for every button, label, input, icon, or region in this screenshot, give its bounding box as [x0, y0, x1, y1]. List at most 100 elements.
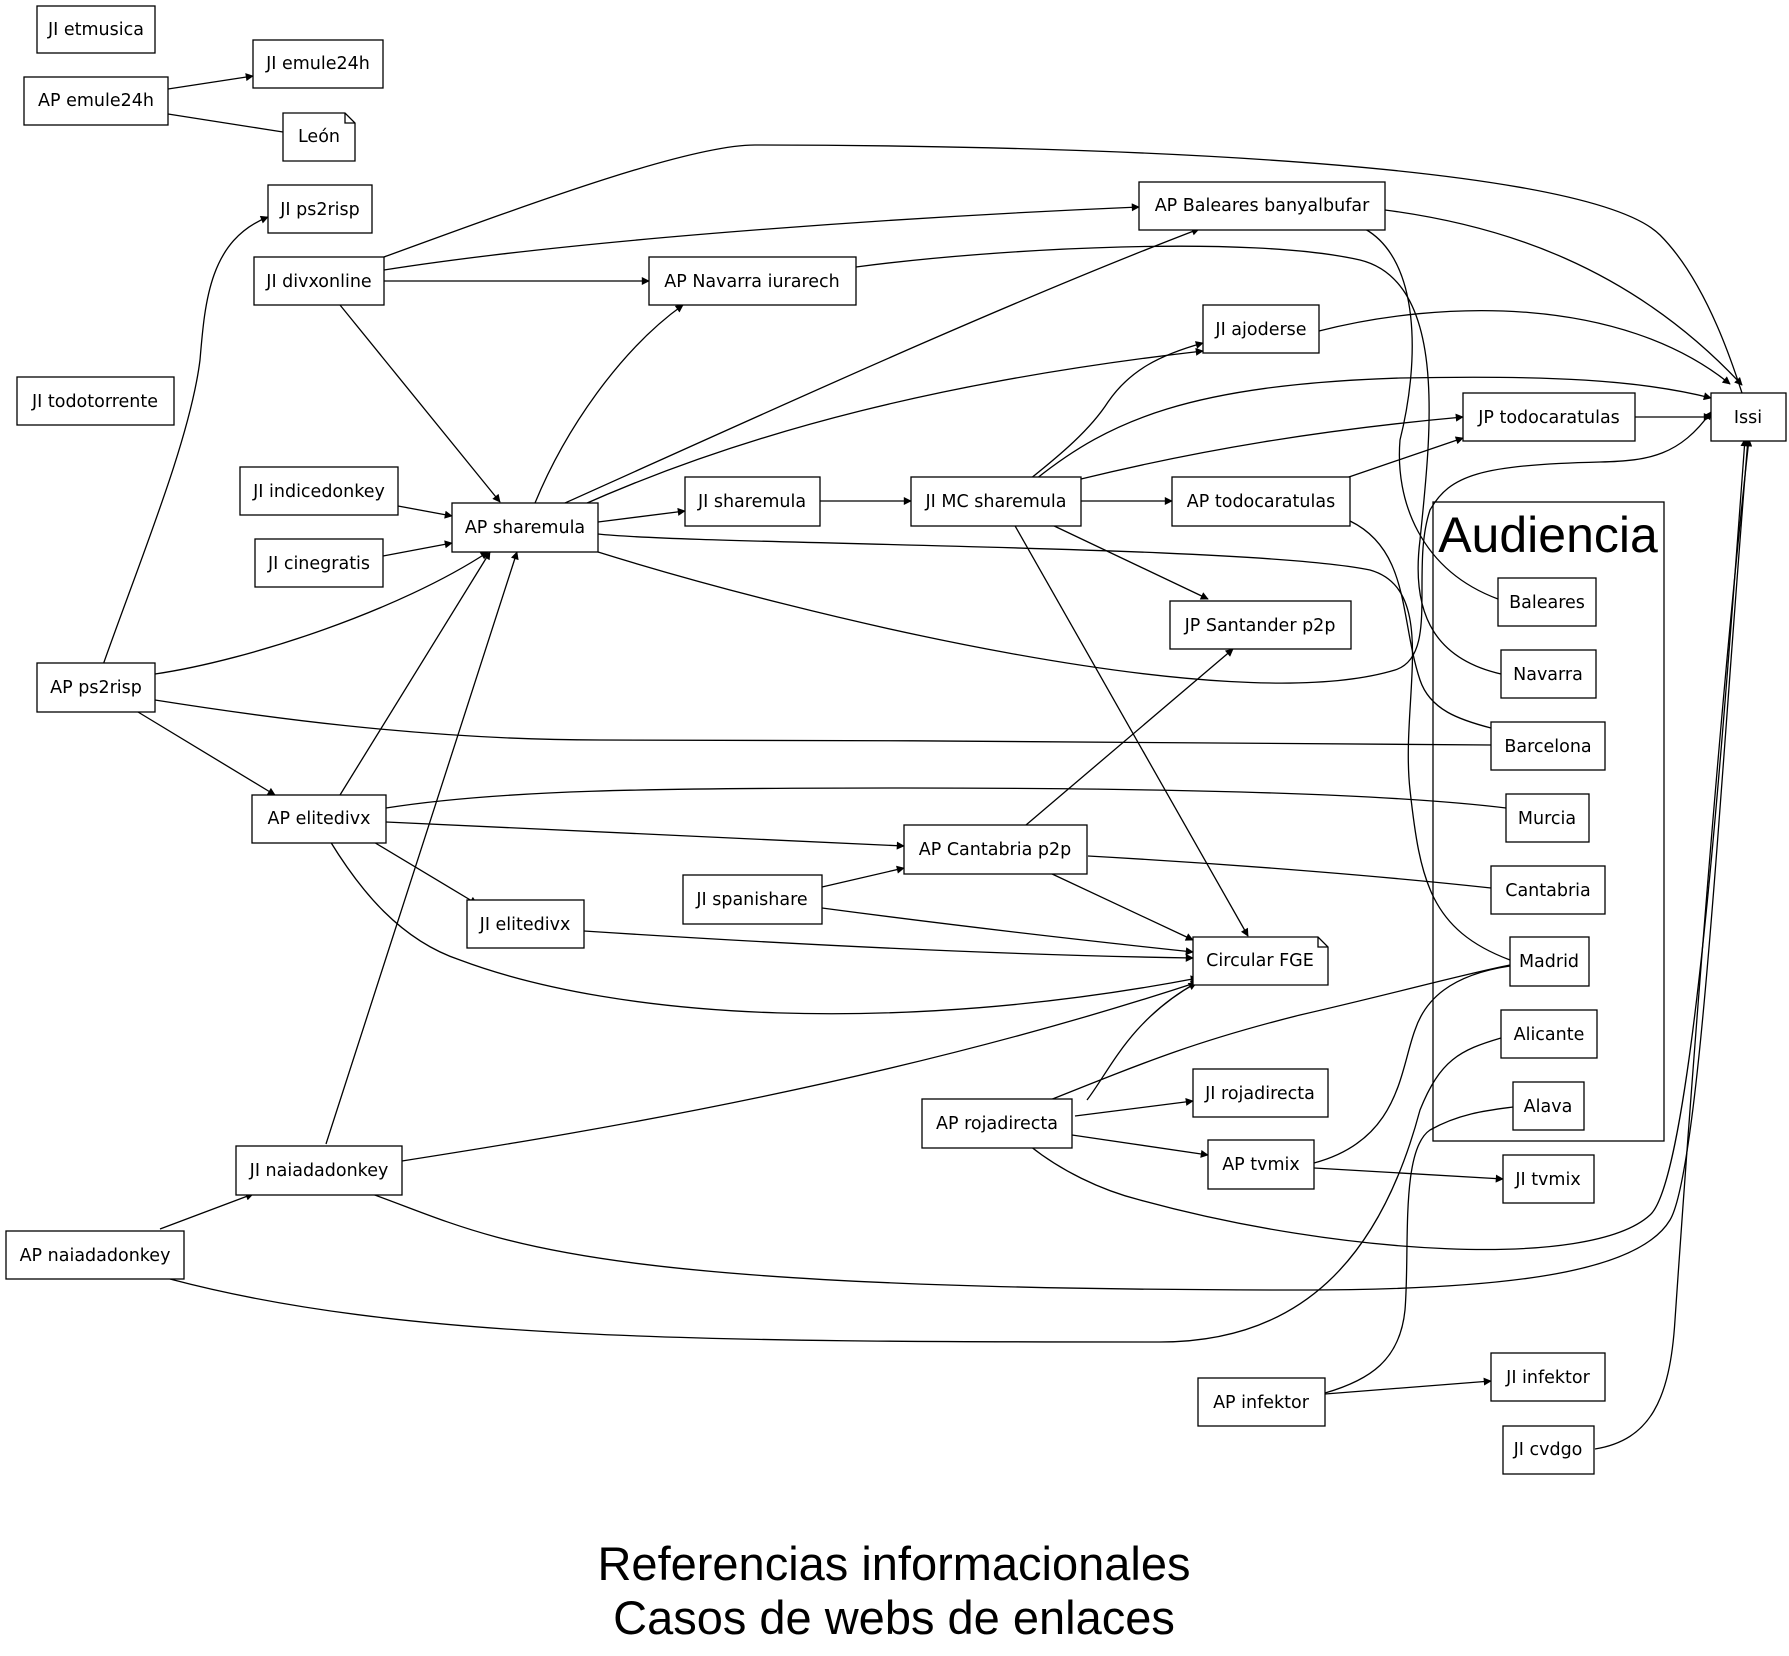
cluster-audiencia-box [1432, 501, 1665, 1142]
node-ji-ajoderse[interactable]: JI ajoderse [1202, 304, 1320, 354]
node-label: Baleares [1509, 593, 1585, 613]
node-ji-divxonline[interactable]: JI divxonline [253, 256, 385, 306]
edge-cantabria-ap-santander [1025, 648, 1234, 826]
node-label: Circular FGE [1206, 951, 1314, 971]
node-ji-emule24h[interactable]: JI emule24h [252, 39, 384, 89]
node-ji-todotorrente[interactable]: JI todotorrente [16, 376, 175, 426]
edge-elitedivx-ap-sharemula-ap [339, 551, 491, 796]
diagram-title: Referencias informacionales Casos de web… [597, 1537, 1190, 1644]
edge-mc-issi [1035, 376, 1712, 480]
node-madrid[interactable]: Madrid [1509, 936, 1590, 987]
node-ji-etmusica[interactable]: JI etmusica [36, 5, 156, 54]
node-jp-todocaratulas[interactable]: JP todocaratulas [1462, 392, 1636, 442]
edge-rojadirecta-ap-circular [1086, 982, 1197, 1101]
node-ji-spanishare[interactable]: JI spanishare [682, 874, 823, 925]
node-label: Madrid [1519, 952, 1579, 972]
node-label: JI naiadadonkey [249, 1161, 389, 1181]
node-label: Alava [1524, 1097, 1573, 1117]
node-ap-elitedivx[interactable]: AP elitedivx [251, 794, 387, 844]
node-label: JI etmusica [47, 20, 144, 40]
node-label: JI sharemula [697, 492, 806, 512]
node-label: AP sharemula [465, 518, 585, 538]
node-circular-fge-document[interactable]: Circular FGE [1192, 936, 1329, 986]
node-ji-naiadadonkey[interactable]: JI naiadadonkey [235, 1145, 403, 1196]
nodes: JI etmusica AP emule24h JI emule24h León… [5, 5, 1787, 1475]
title-line-1: Referencias informacionales [597, 1537, 1190, 1590]
node-ji-rojadirecta[interactable]: JI rojadirecta [1192, 1068, 1329, 1118]
edge-divxonline-issi [383, 144, 1750, 413]
node-ap-sharemula[interactable]: AP sharemula [451, 502, 599, 553]
node-ji-tvmix[interactable]: JI tvmix [1502, 1154, 1595, 1204]
node-ap-navarra-iurarech[interactable]: AP Navarra iurarech [648, 256, 857, 306]
node-label: Murcia [1518, 809, 1576, 829]
edge-ajoderse-issi [1318, 310, 1731, 385]
node-label: AP elitedivx [268, 809, 371, 829]
node-ji-indicedonkey[interactable]: JI indicedonkey [239, 466, 399, 516]
node-ap-rojadirecta[interactable]: AP rojadirecta [921, 1098, 1073, 1149]
node-alava[interactable]: Alava [1512, 1081, 1585, 1131]
edge-navarra-ap-navarra [855, 245, 1502, 675]
edge-sharemula-ap-issi [597, 411, 1712, 684]
node-ap-infektor[interactable]: AP infektor [1197, 1377, 1326, 1427]
node-ji-infektor[interactable]: JI infektor [1490, 1352, 1606, 1402]
edge-elitedivx-ap-circular [329, 840, 1199, 1015]
node-ap-naiadadonkey[interactable]: AP naiadadonkey [5, 1230, 185, 1280]
node-murcia[interactable]: Murcia [1505, 793, 1590, 843]
node-label: JI emule24h [265, 54, 370, 74]
edge-elitedivx-ap-murcia [385, 787, 1507, 809]
edge-mc-todocaratulas-jp [1080, 413, 1464, 480]
edge-divxonline-sharemula-ap [339, 304, 501, 503]
node-ji-cinegratis[interactable]: JI cinegratis [254, 538, 384, 588]
node-label: Barcelona [1504, 737, 1591, 757]
title-line-2: Casos de webs de enlaces [613, 1591, 1175, 1644]
edge-naiadadonkey-ap-ji [159, 1192, 254, 1230]
node-ap-todocaratulas[interactable]: AP todocaratulas [1171, 476, 1351, 527]
node-jp-santander-p2p[interactable]: JP Santander p2p [1169, 600, 1352, 650]
node-ap-cantabria-p2p[interactable]: AP Cantabria p2p [903, 824, 1088, 875]
node-navarra[interactable]: Navarra [1500, 649, 1597, 699]
node-label: JI tvmix [1514, 1170, 1580, 1190]
node-label: AP rojadirecta [936, 1114, 1058, 1134]
edge-ap-emule24h-leon [167, 113, 284, 133]
edge-mc-ajoderse [1029, 341, 1204, 480]
node-barcelona[interactable]: Barcelona [1490, 721, 1606, 771]
edge-rojadirecta-ap-tvmix-ap [1071, 1134, 1209, 1158]
node-ji-ps2risp[interactable]: JI ps2risp [267, 184, 373, 234]
edge-todocaratulas-ap-barcelona [1349, 520, 1492, 729]
node-cantabria[interactable]: Cantabria [1490, 865, 1606, 915]
node-label: JI todotorrente [31, 392, 158, 412]
edge-ps2risp-barcelona [154, 699, 1492, 746]
cluster-audiencia: Audiencia [1432, 501, 1665, 1142]
node-ap-baleares-banyalbufar[interactable]: AP Baleares banyalbufar [1138, 181, 1386, 231]
node-ji-elitedivx[interactable]: JI elitedivx [466, 899, 585, 949]
node-ap-ps2risp[interactable]: AP ps2risp [36, 662, 156, 713]
edge-spanishare-circular [821, 907, 1194, 956]
edge-infektor-ap-alava [1324, 1106, 1514, 1394]
node-label: JI ajoderse [1214, 320, 1306, 340]
edge-cvdgo-issi [1594, 438, 1753, 1450]
edge-cinegratis-sharemula-ap [382, 540, 453, 557]
node-ji-mc-sharemula[interactable]: JI MC sharemula [910, 476, 1082, 527]
node-label: AP tvmix [1222, 1155, 1300, 1175]
edge-sharemula-ap-sharemula-ji [597, 507, 686, 523]
node-leon-document[interactable]: León [282, 112, 356, 162]
node-baleares[interactable]: Baleares [1497, 577, 1597, 627]
edge-sharemula-ap-madrid [597, 533, 1511, 961]
edge-elitedivx-ji-circular [583, 930, 1194, 962]
node-label: AP Cantabria p2p [919, 840, 1072, 860]
node-label: JI spanishare [695, 890, 807, 910]
node-label: AP Navarra iurarech [664, 272, 840, 292]
node-ji-cvdgo[interactable]: JI cvdgo [1502, 1425, 1595, 1475]
node-ap-tvmix[interactable]: AP tvmix [1207, 1139, 1315, 1190]
node-label: JI elitedivx [479, 915, 571, 935]
node-ji-sharemula[interactable]: JI sharemula [684, 476, 821, 527]
node-ap-emule24h[interactable]: AP emule24h [23, 76, 169, 126]
edge-rojadirecta-ap-madrid [1049, 964, 1511, 1101]
edge-ap-emule24h-ji-emule24h [167, 73, 254, 90]
node-label: JI divxonline [265, 272, 371, 292]
edge-rojadirecta-ap-issi [1029, 438, 1749, 1251]
node-label: AP emule24h [38, 91, 154, 111]
edge-baleares-ap-issi [1384, 209, 1743, 386]
node-alicante[interactable]: Alicante [1500, 1009, 1598, 1059]
node-issi[interactable]: Issi [1710, 392, 1787, 442]
